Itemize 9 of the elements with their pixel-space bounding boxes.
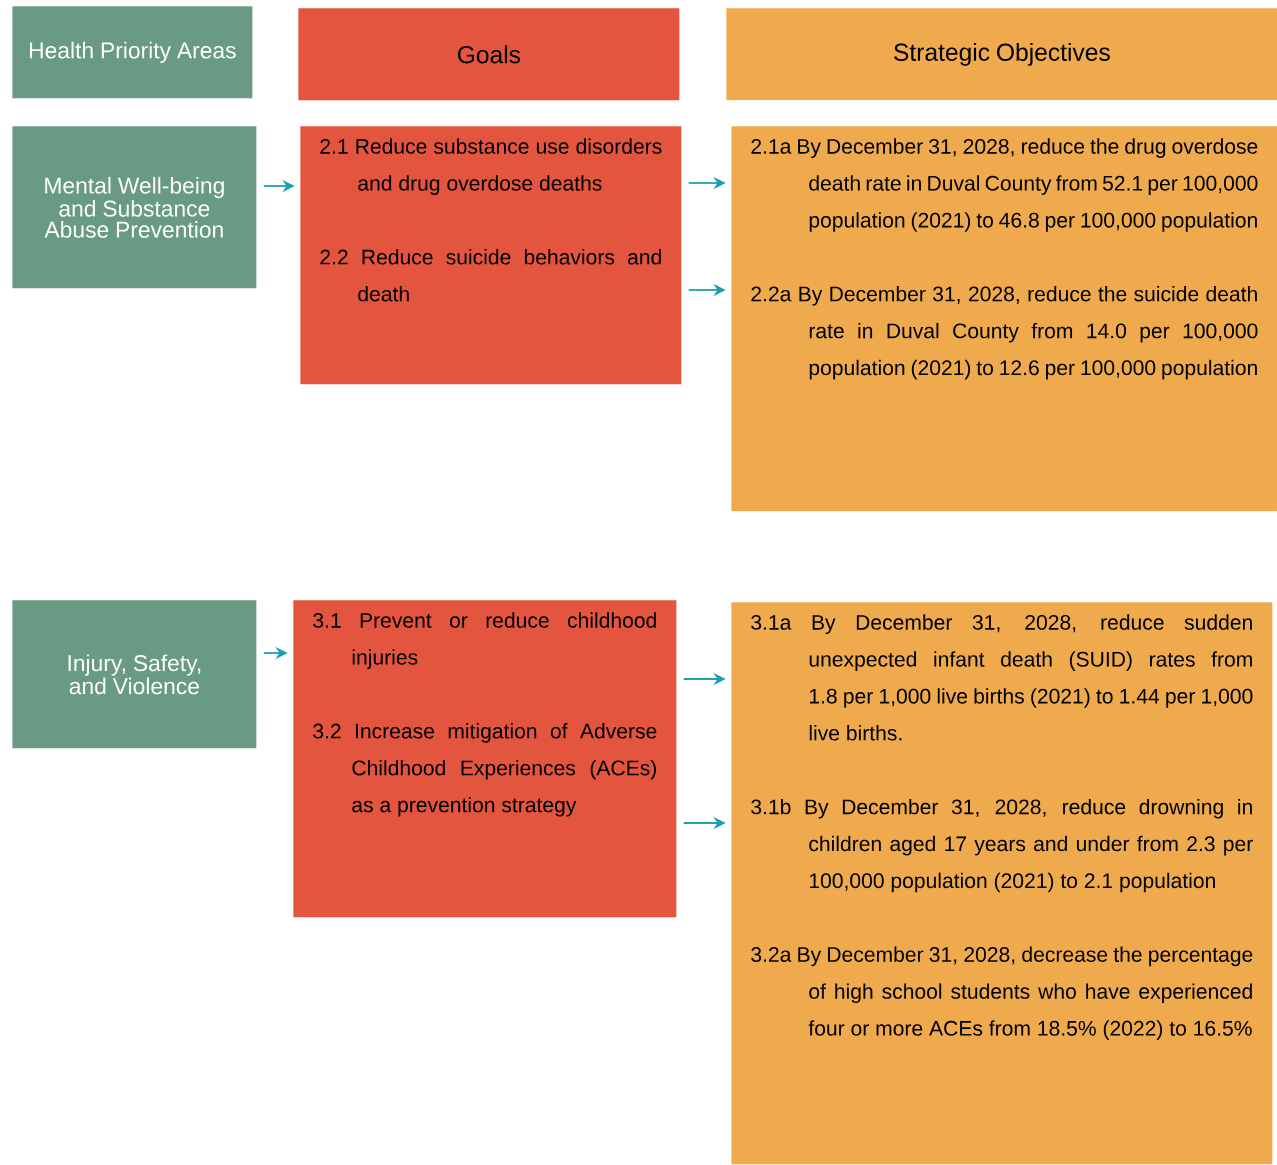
objectives-box: 2.1a By December 31, 2028, reduce the drug overdose death rate in Duval County from 52.1 per 100,000 population (2021) to 46.8 per 100,000 population 2.2a By December 31, 2028, reduce the suicide death rate in Duval County from 14.0 per 100,000 population (2021) to 12.6 per 100,000 population: [731, 126, 1277, 512]
header-box: Strategic Objectives: [726, 8, 1277, 101]
objectives-box: 3.1a By December 31, 2028, reduce sudden unexpected infant death (SUID) rates from 1.8 per 1,000 live births (2021) to 1.44 per 1,000 live births. 3.1b By December 31, 2028, reduce drowning in children aged 17 years and under from 2.3 per 100,000 population (2021) to 2.1 population 3.2a By December 31, 2028, decrease the percentage of high school students who have experienced four or more ACEs from 18.5% (2022) to 16.5%: [731, 602, 1273, 1165]
goal-box: 3.1 Prevent or reduce childhood injuries 3.2 Increase mitigation of Adverse Childhood Experiences (ACEs) as a prevention strategy: [293, 600, 677, 918]
goal-box: 2.1 Reduce substance use disorders and drug overdose deaths 2.2 Reduce suicide behaviors and death: [300, 126, 682, 385]
priority-area-box: Health Priority Areas: [12, 6, 253, 99]
priority-area-box: Injury, Safety, and Violence: [12, 600, 257, 749]
priority-area-box: Mental Well-being and Substance Abuse Prevention: [12, 126, 257, 289]
header-box: Goals: [298, 8, 680, 101]
